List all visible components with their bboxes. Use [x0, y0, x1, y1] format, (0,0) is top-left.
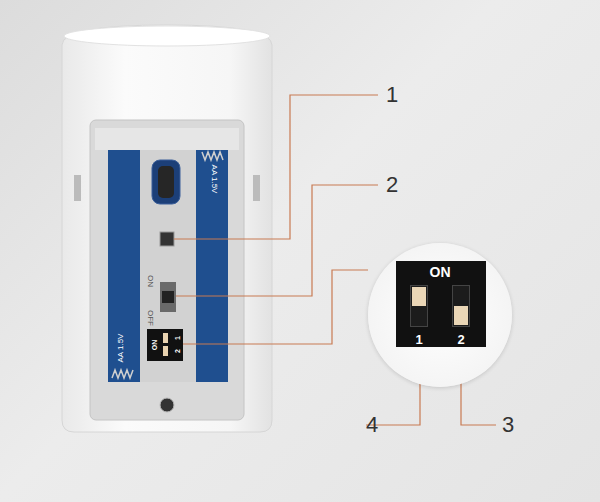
callout-number: 4: [366, 414, 378, 436]
switch-number: 2: [457, 333, 464, 346]
dip-toggle: [163, 333, 168, 343]
battery-strip: [108, 150, 140, 382]
side-clip: [74, 175, 81, 201]
switch-position: OFF: [146, 310, 154, 326]
battery-label: AA 1.5V: [210, 165, 218, 194]
leader-line: [176, 185, 378, 296]
callout-number: 2: [386, 174, 398, 196]
device-body: [62, 25, 272, 432]
power-switch: [160, 282, 176, 312]
usb-c-socket: [158, 166, 174, 198]
reset-button: [160, 232, 174, 246]
battery-label: AA 1.5V: [117, 334, 125, 363]
battery-strip: [196, 150, 228, 382]
cavity-ledge: [95, 128, 239, 150]
leader-line: [183, 270, 368, 344]
dip-switch: [147, 329, 183, 361]
center-panel: [140, 150, 196, 382]
switch-position: ON: [146, 275, 154, 287]
dip-number: 2: [174, 349, 181, 353]
dip-on-label: ON: [151, 340, 158, 351]
battery-spring: [202, 152, 223, 160]
callout-number: 1: [386, 84, 398, 106]
dip-toggle: [454, 306, 468, 325]
dip-toggle: [412, 287, 426, 306]
dip-toggle: [163, 346, 168, 356]
side-clip: [253, 175, 260, 201]
device-cap: [64, 26, 270, 46]
battery-spring: [112, 370, 133, 378]
switch-on-label: ON: [430, 265, 451, 279]
leader-line: [174, 95, 378, 239]
screw-hole: [160, 398, 174, 412]
zoom-inset: ON 1 2: [368, 243, 512, 387]
usb-c-port: [152, 160, 180, 204]
dip-number: 1: [174, 336, 181, 340]
battery-cavity: [90, 120, 244, 420]
callout-number: 3: [502, 414, 514, 436]
switch-number: 1: [415, 333, 422, 346]
power-switch-knob: [162, 291, 174, 303]
